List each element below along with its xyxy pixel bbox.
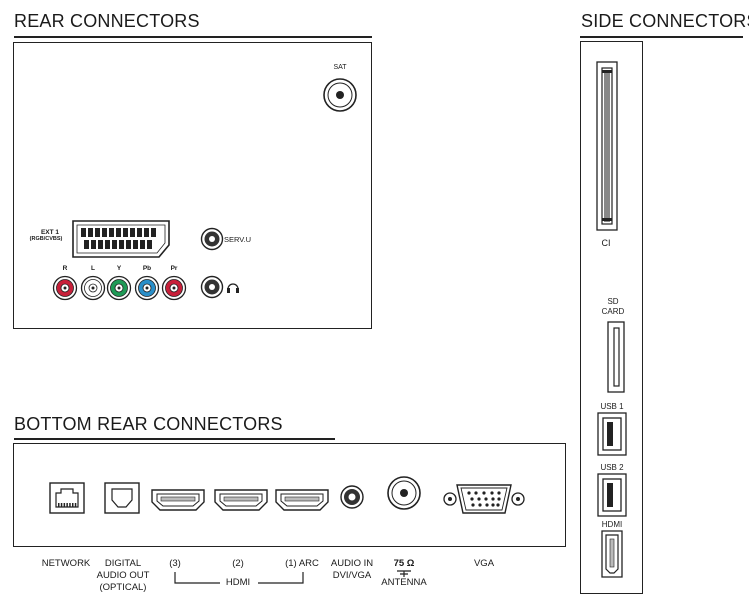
optical-audio-out-port[interactable] — [103, 481, 141, 515]
hdmi-group-label: HDMI — [225, 577, 251, 588]
side-connectors-title: SIDE CONNECTORS — [581, 11, 749, 31]
antenna-ohm-label: 75 Ω — [393, 558, 415, 569]
audio-in-label-line1: AUDIO IN — [330, 558, 374, 569]
usb2-label: USB 2 — [600, 463, 624, 472]
audio-in-jack[interactable] — [339, 484, 365, 510]
antenna-label: ANTENNA — [381, 577, 427, 588]
hdmi2-port[interactable] — [213, 488, 269, 512]
vga-port[interactable] — [441, 481, 527, 517]
ext1-label: EXT 1 — [40, 229, 60, 236]
digital-audio-out-label-line1: DIGITAL — [104, 558, 142, 569]
rear-title-rule — [14, 36, 372, 38]
network-label: NETWORK — [41, 558, 91, 569]
rca-pb-label: Pb — [142, 265, 152, 272]
bottom-title-rule — [14, 438, 335, 440]
side-title-rule — [580, 36, 743, 38]
ext1-scart-connector[interactable] — [69, 219, 173, 259]
rca-l-jack[interactable] — [80, 275, 106, 301]
network-port[interactable] — [48, 481, 86, 515]
ci-label: CI — [601, 238, 611, 248]
headphone-icon — [227, 283, 239, 293]
digital-audio-out-label-line2: AUDIO OUT — [96, 570, 150, 581]
antenna-connector[interactable] — [386, 475, 422, 511]
rca-l-label: L — [91, 265, 95, 272]
audio-in-label-line2: DVI/VGA — [332, 570, 372, 581]
rca-pr-jack[interactable] — [161, 275, 187, 301]
hdmi1-arc-label: (1) ARC — [285, 558, 319, 569]
digital-audio-out-label-line3: (OPTICAL) — [99, 582, 147, 593]
rca-y-label: Y — [116, 265, 122, 272]
ci-slot[interactable] — [593, 60, 621, 235]
sat-label: SAT — [333, 64, 347, 71]
ext1-sub-label: (RGB/CVBS) — [29, 236, 63, 242]
hdmi3-port[interactable] — [150, 488, 206, 512]
usb1-label: USB 1 — [600, 402, 624, 411]
side-hdmi-label: HDMI — [601, 520, 623, 529]
hdmi1-arc-port[interactable] — [274, 488, 330, 512]
sd-card-label-line1: SD — [607, 297, 619, 306]
sat-connector[interactable] — [322, 77, 358, 113]
rca-pb-jack[interactable] — [134, 275, 160, 301]
antenna-icon — [397, 570, 411, 577]
serv-u-label: SERV.U — [224, 235, 252, 244]
hdmi-group-bracket — [174, 572, 304, 584]
rca-r-jack[interactable] — [52, 275, 78, 301]
rear-connectors-title: REAR CONNECTORS — [14, 11, 200, 31]
usb1-port[interactable] — [595, 411, 629, 457]
sd-card-slot[interactable] — [605, 320, 627, 394]
rca-pr-label: Pr — [170, 265, 178, 272]
sd-card-label-line2: CARD — [601, 307, 625, 316]
rca-y-jack[interactable] — [106, 275, 132, 301]
hdmi3-label: (3) — [169, 558, 181, 569]
usb2-port[interactable] — [595, 472, 629, 518]
rca-r-label: R — [62, 265, 68, 272]
vga-label: VGA — [473, 558, 495, 569]
side-hdmi-port[interactable] — [598, 529, 626, 579]
headphone-jack[interactable] — [200, 275, 224, 299]
bottom-rear-connectors-title: BOTTOM REAR CONNECTORS — [14, 414, 283, 434]
hdmi2-label: (2) — [232, 558, 244, 569]
serv-u-connector[interactable] — [200, 227, 224, 251]
